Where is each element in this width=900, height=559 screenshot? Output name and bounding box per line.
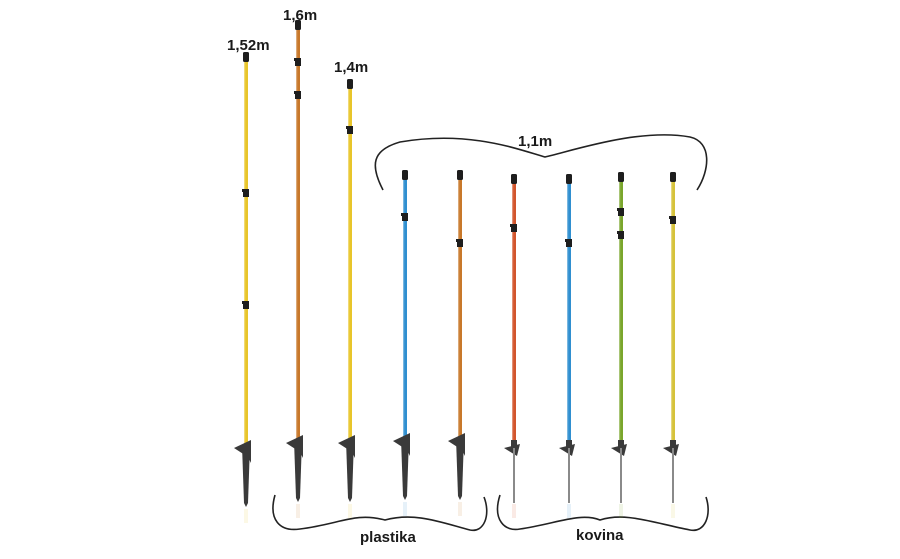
post-reflection <box>348 504 352 518</box>
braces-group <box>272 134 709 531</box>
post-shaft <box>671 180 675 440</box>
post-11-blue-plastic <box>393 170 410 516</box>
post-shaft-highlight <box>458 178 460 438</box>
post-reflection <box>296 504 300 518</box>
wire-clip <box>294 58 301 66</box>
metal-foot-step <box>504 444 520 456</box>
metal-foot-step <box>663 444 679 456</box>
post-top-cap <box>566 174 572 184</box>
post-152-yellow <box>234 52 251 523</box>
post-shaft <box>244 60 248 445</box>
wire-clip <box>669 216 676 224</box>
metal-foot-step <box>559 444 575 456</box>
post-11-blue-metal <box>559 174 575 518</box>
plastic-foot-spike <box>456 438 464 500</box>
post-reflection <box>458 502 462 516</box>
wire-clip <box>401 213 408 221</box>
post-shaft-highlight <box>512 182 514 440</box>
post-top-cap <box>670 172 676 182</box>
post-shaft-highlight <box>671 180 673 440</box>
label-height-1-52m: 1,52m <box>227 37 270 54</box>
wire-clip <box>294 91 301 99</box>
post-14-yellow <box>338 79 355 518</box>
metal-foot-spike <box>672 448 674 503</box>
metal-foot-collar <box>566 440 572 448</box>
post-top-cap <box>402 170 408 180</box>
plastic-foot-spike <box>346 440 354 502</box>
label-height-1-1m: 1,1m <box>518 133 553 150</box>
post-shaft-highlight <box>403 178 405 438</box>
post-16-orange <box>286 20 303 518</box>
metal-foot-collar <box>511 440 517 448</box>
posts-group <box>234 20 679 523</box>
post-shaft <box>619 180 623 440</box>
label-kovina: kovina <box>576 527 624 544</box>
post-shaft <box>512 182 516 440</box>
plastic-foot-spike <box>294 440 302 502</box>
label-height-1-4m: 1,4m <box>334 59 369 76</box>
post-top-cap <box>618 172 624 182</box>
post-top-cap <box>243 52 249 62</box>
post-shaft <box>348 87 352 440</box>
post-shaft-highlight <box>567 182 569 440</box>
post-reflection <box>244 509 248 523</box>
post-reflection <box>619 504 623 518</box>
wire-clip <box>242 301 249 309</box>
bottom-brace-kovina <box>496 494 709 531</box>
post-shaft-highlight <box>348 87 350 440</box>
post-reflection <box>671 504 675 518</box>
bottom-brace-plastika <box>272 494 488 531</box>
post-top-cap <box>457 170 463 180</box>
plastic-foot-spike <box>401 438 409 500</box>
wire-clip <box>242 189 249 197</box>
plastic-foot-spike <box>242 445 250 507</box>
post-reflection <box>512 504 516 518</box>
wire-clip <box>456 239 463 247</box>
post-reflection <box>403 502 407 516</box>
metal-foot-spike <box>620 448 622 503</box>
post-shaft <box>296 28 300 440</box>
post-top-cap <box>347 79 353 89</box>
post-shaft <box>567 182 571 440</box>
metal-foot-spike <box>568 448 570 503</box>
label-plastika: plastika <box>360 529 416 546</box>
post-11-redorange-metal <box>504 174 520 518</box>
post-top-cap <box>295 20 301 30</box>
wire-clip <box>510 224 517 232</box>
post-shaft-highlight <box>619 180 621 440</box>
wire-clip <box>346 126 353 134</box>
post-shaft-highlight <box>244 60 246 445</box>
metal-foot-step <box>611 444 627 456</box>
post-reflection <box>567 504 571 518</box>
wire-clip <box>617 231 624 239</box>
metal-foot-spike <box>513 448 515 503</box>
post-11-yellow-metal <box>663 172 679 518</box>
wire-clip <box>565 239 572 247</box>
top-brace-1-1m <box>374 134 708 191</box>
post-shaft <box>458 178 462 438</box>
metal-foot-collar <box>618 440 624 448</box>
wire-clip <box>617 208 624 216</box>
post-shaft <box>403 178 407 438</box>
post-11-orange-plastic <box>448 170 465 516</box>
post-shaft-highlight <box>296 28 298 440</box>
post-11-green-metal <box>611 172 627 518</box>
label-height-1-6m: 1,6m <box>283 7 318 24</box>
post-top-cap <box>511 174 517 184</box>
metal-foot-collar <box>670 440 676 448</box>
